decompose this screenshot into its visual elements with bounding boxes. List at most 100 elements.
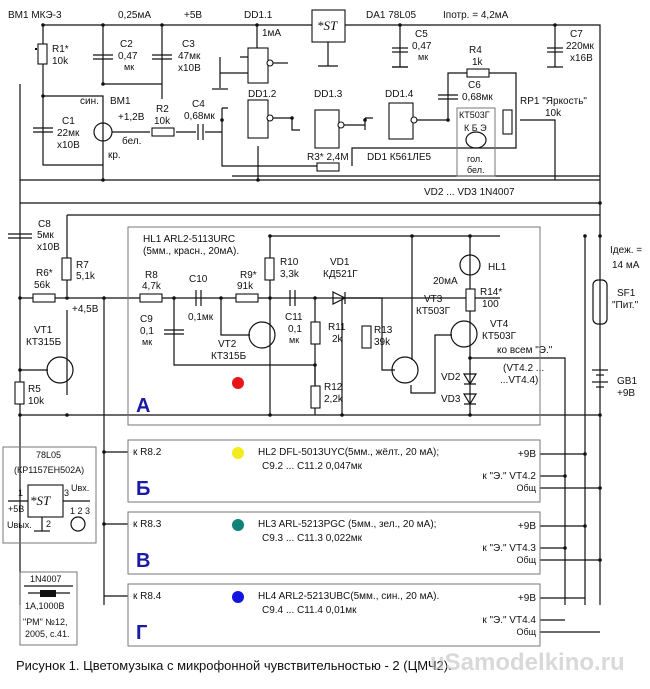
junction-dot <box>102 450 106 454</box>
channel-gnd: Общ <box>516 555 536 565</box>
junction-dot <box>468 234 472 238</box>
channel-input: к R8.3 <box>133 519 162 530</box>
svg-text:VT2: VT2 <box>218 339 237 350</box>
svg-text:К Б Э: К Б Э <box>464 123 487 133</box>
junction-dot <box>18 296 22 300</box>
watermark: uSamodelkino.ru <box>430 649 625 676</box>
svg-text:кр.: кр. <box>108 150 121 161</box>
svg-text:VD2 ... VD3 1N4007: VD2 ... VD3 1N4007 <box>424 187 515 198</box>
svg-text:10k: 10k <box>28 396 45 407</box>
rp1-potentiometer <box>502 109 513 135</box>
svg-text:R11: R11 <box>328 322 346 333</box>
svg-text:Iпотр. = 4,2мА: Iпотр. = 4,2мА <box>443 10 509 21</box>
junction-dot <box>18 368 22 372</box>
svg-text:Uвых.: Uвых. <box>7 520 32 530</box>
r2-resistor <box>151 127 175 137</box>
svg-text:R6*: R6* <box>36 268 53 279</box>
channel-letter-a: А <box>136 395 150 417</box>
channel-line2: C9.4 ... C11.4 0,01мк <box>262 605 357 616</box>
svg-text:x16В: x16В <box>570 53 593 64</box>
svg-text:3: 3 <box>64 488 69 498</box>
svg-text:DD1 К561ЛЕ5: DD1 К561ЛЕ5 <box>367 152 432 163</box>
svg-text:78L05: 78L05 <box>36 450 61 460</box>
junction-dot <box>313 296 317 300</box>
junction-dot <box>101 82 105 86</box>
svg-text:SF1: SF1 <box>617 288 636 299</box>
svg-text:1k: 1k <box>472 57 484 68</box>
svg-text:R10: R10 <box>280 257 299 268</box>
svg-text:R5: R5 <box>28 384 41 395</box>
svg-text:C8: C8 <box>38 219 51 230</box>
svg-text:14 мА: 14 мА <box>612 260 640 271</box>
junction-dot <box>583 452 587 456</box>
svg-text:VD2: VD2 <box>441 372 461 383</box>
junction-dot <box>598 486 602 490</box>
svg-text:C5: C5 <box>415 29 428 40</box>
channel-line1: HL3 ARL-5213PGC (5мм., зел., 20 мА); <box>258 519 436 530</box>
svg-text:+9В: +9В <box>617 388 635 399</box>
dd1-2-gate <box>247 99 269 139</box>
middle-components <box>8 226 608 426</box>
channel-letter: Б <box>136 478 150 500</box>
svg-text:R2: R2 <box>156 104 169 115</box>
svg-text:ВМ1: ВМ1 <box>110 96 131 107</box>
svg-text:C10: C10 <box>189 274 208 285</box>
junction-dot <box>598 558 602 562</box>
sf1-switch[interactable] <box>592 279 608 325</box>
svg-text:C9: C9 <box>140 314 153 325</box>
r3-resistor <box>316 162 340 172</box>
svg-text:C1: C1 <box>62 116 75 127</box>
svg-text:(VT4.2 ...: (VT4.2 ... <box>503 363 544 374</box>
junction-dot <box>583 234 587 238</box>
channel-input: к R8.2 <box>133 447 162 458</box>
svg-text:"Пит.": "Пит." <box>612 300 639 311</box>
channel-letter: В <box>136 550 150 572</box>
channel-line2: C9.2 ... C11.2 0,047мк <box>262 461 363 472</box>
svg-text:VT1: VT1 <box>34 325 53 336</box>
svg-text:0,47: 0,47 <box>118 51 138 62</box>
svg-text:0,1мк: 0,1мк <box>188 312 214 323</box>
svg-text:R13: R13 <box>374 325 393 336</box>
junction-dot <box>598 201 602 205</box>
junction-dot <box>468 413 472 417</box>
svg-text:C4: C4 <box>192 99 205 110</box>
svg-text:220мк: 220мк <box>566 41 595 52</box>
svg-text:R9*: R9* <box>240 270 257 281</box>
svg-text:22мк: 22мк <box>57 128 80 139</box>
svg-text:КТ503Г: КТ503Г <box>459 110 490 120</box>
svg-text:+1,2В: +1,2В <box>118 112 145 123</box>
channel-emitter: к "Э." VT4.4 <box>482 615 536 626</box>
svg-text:+5В: +5В <box>8 504 24 514</box>
svg-text:2,2k: 2,2k <box>324 394 344 405</box>
svg-text:DA1 78L05: DA1 78L05 <box>366 10 416 21</box>
svg-text:R7: R7 <box>76 260 89 271</box>
junction-dot <box>255 23 259 27</box>
junction-dot <box>598 234 602 238</box>
junction-dot <box>65 413 69 417</box>
junction-dot <box>363 118 367 122</box>
svg-text:39k: 39k <box>374 337 391 348</box>
svg-text:1 2 3: 1 2 3 <box>70 506 90 516</box>
svg-text:R12: R12 <box>324 382 343 393</box>
svg-text:C11: C11 <box>285 312 303 323</box>
svg-text:1: 1 <box>18 488 23 498</box>
junction-dot <box>65 296 69 300</box>
junction-dot <box>268 296 272 300</box>
kt503-pinout-box <box>456 107 496 177</box>
r1-resistor <box>37 43 48 65</box>
svg-text:син.: син. <box>80 96 99 107</box>
inset-diode: 1N4007 1А,1000В "РМ" №12, 2005, с.41. <box>19 571 78 646</box>
svg-text:КД521Г: КД521Г <box>323 269 358 280</box>
svg-text:1N4007: 1N4007 <box>30 574 62 584</box>
led-indicator <box>232 591 244 603</box>
microphone-bm1 <box>93 122 113 142</box>
svg-text:+5В: +5В <box>184 10 202 21</box>
junction-dot <box>563 474 567 478</box>
svg-text:5,1k: 5,1k <box>76 271 96 282</box>
vt3-transistor <box>391 356 419 384</box>
svg-text:x10В: x10В <box>37 242 60 253</box>
svg-text:гол.: гол. <box>467 154 483 164</box>
junction-dot <box>446 118 450 122</box>
